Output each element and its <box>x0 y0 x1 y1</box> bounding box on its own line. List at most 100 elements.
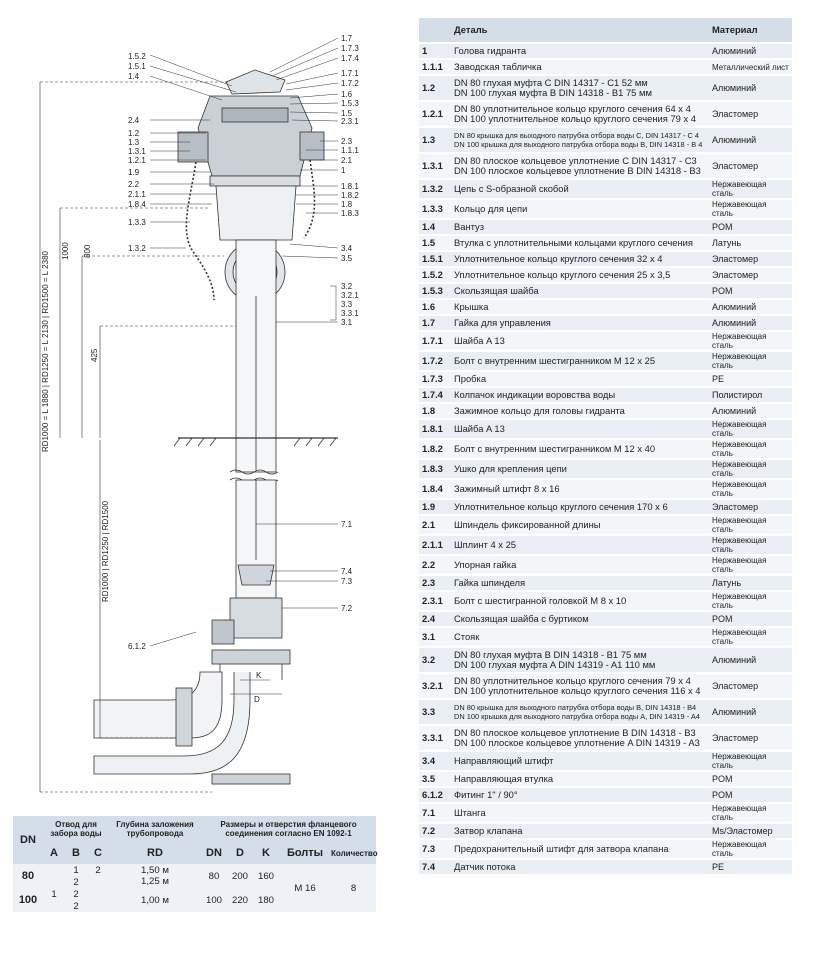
part-name: Стояк <box>451 627 709 648</box>
callout-right: 2.3 <box>341 137 353 146</box>
part-name-line: DN 100 плоское кольцевое уплотнение A DI… <box>454 737 700 748</box>
part-position: 1.9 <box>419 499 451 516</box>
spec-header-bolts: Болты <box>279 842 331 864</box>
spec-80-c: 2 <box>87 864 109 876</box>
part-material: Эластомер <box>709 153 792 180</box>
spec-header-b: B <box>65 842 87 864</box>
part-name-line: DN 100 глухая муфта B DIN 14318 - B1 75 … <box>454 87 652 98</box>
part-name-line: Крышка <box>454 300 489 312</box>
part-material: Эластомер <box>709 267 792 284</box>
part-name-line: DN 80 глухая муфта C DIN 14317 - C1 52 м… <box>454 76 648 88</box>
spec-header-d: D <box>227 842 253 864</box>
part-position: 1.7 <box>419 315 451 332</box>
spec-80-b2: 2 <box>65 876 87 888</box>
part-position: 1.8.2 <box>419 439 451 460</box>
part-name: Скользящая шайба с буртиком <box>451 611 709 628</box>
callout-left: 2.2 <box>128 180 140 189</box>
part-name-line: DN 100 плоское кольцевое уплотнение B DI… <box>454 165 701 176</box>
part-material: Нержавеющая сталь <box>709 535 792 556</box>
part-name-line: Пробка <box>454 372 487 384</box>
spec-header-rd: RD <box>109 842 201 864</box>
part-name: Предохранительный штифт для затвора клап… <box>451 839 709 860</box>
part-name-line: Зажимный штифт 8 x 16 <box>454 482 560 494</box>
spec-80-a <box>43 864 65 888</box>
spec-header-k: K <box>253 842 279 864</box>
spec-dn-100: 100 <box>13 888 43 912</box>
part-name: DN 80 плоское кольцевое уплотнение C DIN… <box>451 153 709 180</box>
dim-425: 425 <box>90 348 99 362</box>
spec-header-depth: Глубина заложения трубопровода <box>109 816 201 842</box>
part-position: 7.3 <box>419 839 451 860</box>
part-name: Крышка <box>451 299 709 316</box>
spec-header-qty: Количество <box>331 842 378 864</box>
part-material: Алюминий <box>709 299 792 316</box>
part-name: Зажимный штифт 8 x 16 <box>451 479 709 500</box>
part-name-line: DN 80 крышка для выходного патрубка отбо… <box>454 703 697 712</box>
part-name: Уплотнительное кольцо круглого сечения 3… <box>451 251 709 268</box>
callout-right: 1.8.1 <box>341 182 359 191</box>
callout-right: 3.3.1 <box>341 309 359 318</box>
part-position: 7.1 <box>419 803 451 824</box>
callout-left: 1.4 <box>128 72 140 81</box>
part-position: 3.3 <box>419 699 451 726</box>
part-material: Латунь <box>709 235 792 252</box>
part-position: 1.8.1 <box>419 419 451 440</box>
part-position: 2.1.1 <box>419 535 451 556</box>
callout-left: 1.3.1 <box>128 147 146 156</box>
part-name: DN 80 глухая муфта C DIN 14317 - C1 52 м… <box>451 75 709 102</box>
part-position: 7.2 <box>419 823 451 840</box>
part-name-line: Стояк <box>454 630 480 642</box>
part-name-line: Кольцо для цепи <box>454 202 528 214</box>
part-name: Пробка <box>451 371 709 388</box>
callout-right: 1.6 <box>341 90 353 99</box>
spec-80-rd1: 1,50 м <box>141 865 169 876</box>
callout-right: 3.4 <box>341 244 353 253</box>
part-name: Гайка для управления <box>451 315 709 332</box>
part-name-line: Затвор клапана <box>454 824 523 836</box>
part-name-line: Колпачок индикации воровства воды <box>454 388 616 400</box>
part-name-line: DN 80 плоское кольцевое уплотнение C DIN… <box>454 154 697 166</box>
flow-sensor <box>237 564 275 586</box>
part-material: Нержавеющая сталь <box>709 627 792 648</box>
part-name: DN 80 уплотнительное кольцо круглого сеч… <box>451 673 709 700</box>
part-name: Втулка с уплотнительными кольцами кругло… <box>451 235 709 252</box>
callout-right: 7.4 <box>341 567 353 576</box>
spec-80-d: 200 <box>227 864 253 888</box>
callout-left: 1.3.2 <box>128 244 146 253</box>
part-material: Нержавеющая сталь <box>709 439 792 460</box>
part-position: 1.8.4 <box>419 479 451 500</box>
part-name-line: Уплотнительное кольцо круглого сечения 1… <box>454 500 668 512</box>
part-name-line: Гайка для управления <box>454 316 551 328</box>
part-material: Нержавеющая сталь <box>709 839 792 860</box>
callout-left: 6.1.2 <box>128 642 146 651</box>
part-position: 1.3.1 <box>419 153 451 180</box>
part-name-line: Уплотнительное кольцо круглого сечения 3… <box>454 252 663 264</box>
dim-d: D <box>254 695 260 704</box>
callout-right: 7.1 <box>341 520 353 529</box>
parts-header-material: Материал <box>709 18 792 44</box>
part-name-line: DN 100 крышка для выходного патрубка отб… <box>454 140 703 149</box>
part-position: 1.7.1 <box>419 331 451 352</box>
part-material: Эластомер <box>709 101 792 128</box>
callout-right: 3.3 <box>341 300 353 309</box>
part-name-line: Шайба A 13 <box>454 334 505 346</box>
callout-right: 1.7.4 <box>341 54 359 63</box>
part-position: 3.4 <box>419 751 451 772</box>
spec-header-a: A <box>43 842 65 864</box>
